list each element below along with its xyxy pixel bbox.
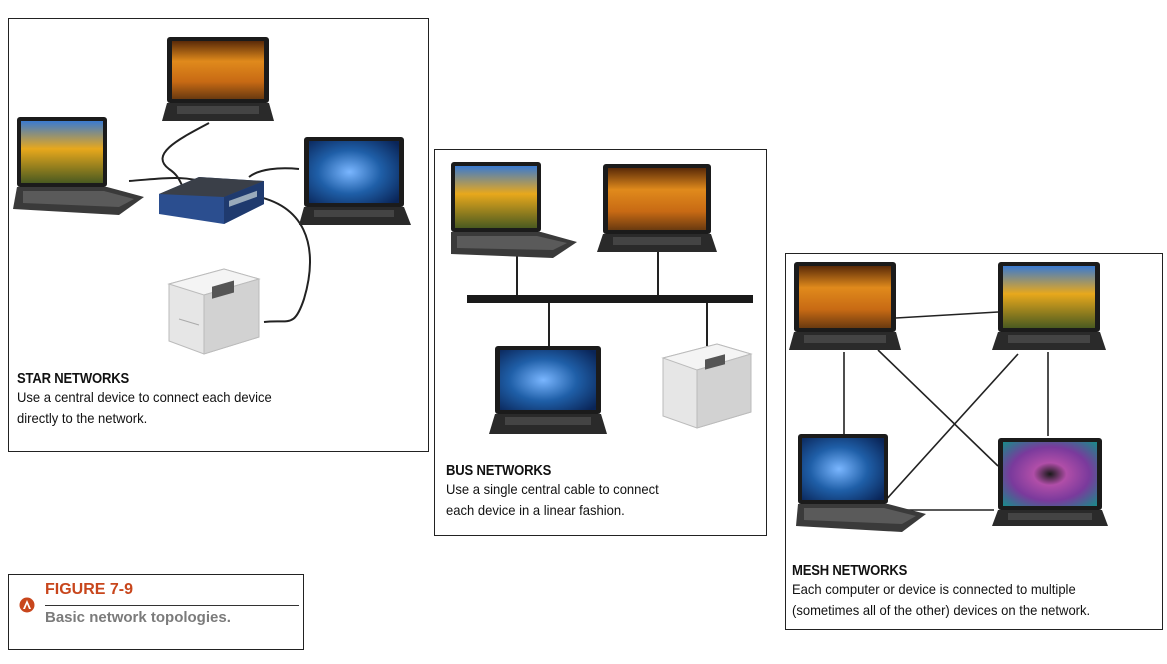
bus-drop-cables: [516, 250, 708, 346]
figure-divider: [45, 605, 299, 606]
bus-network-desc-line1: Use a single central cable to connect: [446, 481, 659, 497]
star-network-title: STAR NETWORKS: [17, 371, 129, 387]
bus-network-title: BUS NETWORKS: [446, 463, 552, 479]
laptop-autumn-icon: [789, 262, 901, 350]
bus-cable: [467, 295, 753, 303]
laptop-autumn-icon: [162, 37, 274, 121]
figure-caption: Basic network topologies.: [45, 609, 231, 626]
printer-icon: [661, 343, 753, 429]
mesh-network-panel: MESH NETWORKS Each computer or device is…: [785, 253, 1163, 630]
mesh-network-title: MESH NETWORKS: [792, 563, 908, 579]
laptop-sunflower-icon: [13, 117, 144, 215]
laptop-blue-icon: [299, 137, 411, 225]
bus-network-panel: BUS NETWORKS Use a single central cable …: [434, 149, 767, 536]
star-network-desc-line2: directly to the network.: [17, 410, 148, 426]
star-network-caption: STAR NETWORKS Use a central device to co…: [17, 371, 291, 429]
bus-network-caption: BUS NETWORKS Use a single central cable …: [446, 463, 675, 521]
figure-number: FIGURE 7-9: [45, 581, 134, 598]
bus-network-diagram: [451, 162, 753, 434]
bus-network-desc-line2: each device in a linear fashion.: [446, 502, 625, 518]
star-network-desc-line1: Use a central device to connect each dev…: [17, 389, 272, 405]
printer-icon: [167, 268, 261, 355]
figure-logo-icon: [19, 597, 35, 613]
laptop-autumn-icon: [597, 164, 717, 252]
figure-label: FIGURE 7-9 Basic network topologies.: [8, 574, 304, 650]
mesh-network-diagram: [789, 262, 1108, 532]
mesh-network-caption: MESH NETWORKS Each computer or device is…: [792, 563, 1113, 621]
laptop-blue-icon: [489, 346, 607, 434]
star-network-diagram: [13, 37, 411, 355]
laptop-flower-icon: [992, 438, 1108, 526]
laptop-sunflower-icon: [992, 262, 1106, 350]
laptop-sunflower-icon: [451, 162, 577, 258]
mesh-network-desc-line2: (sometimes all of the other) devices on …: [792, 602, 1091, 618]
router-icon: [159, 177, 264, 224]
star-network-panel: STAR NETWORKS Use a central device to co…: [8, 18, 429, 452]
laptop-blue-icon: [796, 434, 926, 532]
mesh-network-desc-line1: Each computer or device is connected to …: [792, 581, 1076, 597]
mesh-links: [843, 311, 1049, 511]
